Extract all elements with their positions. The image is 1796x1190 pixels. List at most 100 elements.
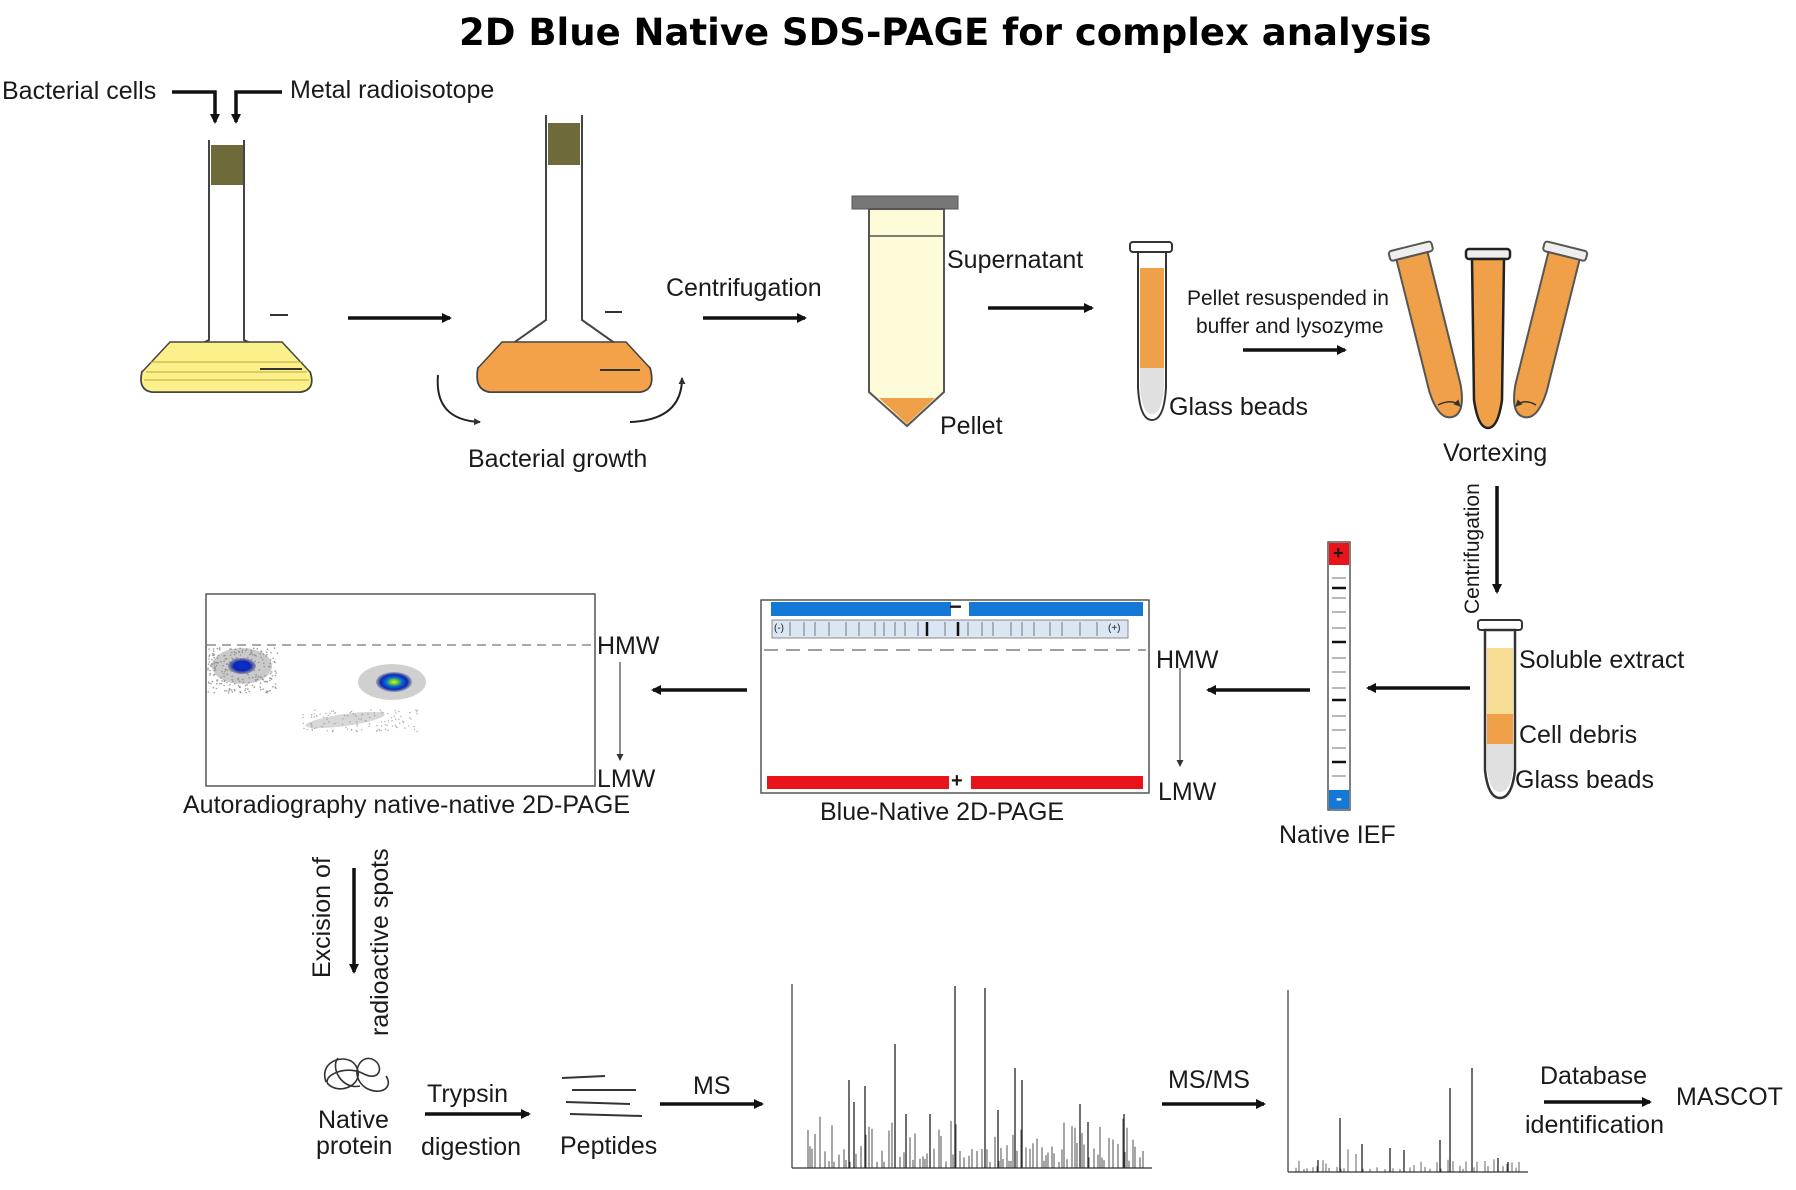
noise-dot xyxy=(253,647,255,650)
noise-dot xyxy=(342,718,344,720)
noise-dot xyxy=(213,650,215,652)
hmw-label-auto: HMW xyxy=(597,632,660,660)
noise-dot xyxy=(218,647,221,649)
noise-dot xyxy=(319,713,321,715)
noise-dot xyxy=(360,729,363,731)
noise-dot xyxy=(233,653,236,656)
noise-dot xyxy=(400,715,402,718)
ms-label: MS xyxy=(693,1072,731,1100)
blue-native-gel xyxy=(760,599,1184,794)
noise-dot xyxy=(349,711,351,714)
noise-dot xyxy=(259,676,262,678)
noise-dot xyxy=(404,727,406,729)
noise-dot xyxy=(237,684,240,687)
noise-dot xyxy=(224,658,227,660)
noise-dot xyxy=(365,720,368,722)
noise-dot xyxy=(242,681,245,683)
noise-dot xyxy=(221,680,223,682)
noise-dot xyxy=(233,688,236,691)
noise-dot xyxy=(257,661,260,664)
lmw-label-auto: LMW xyxy=(597,765,656,793)
noise-dot xyxy=(261,658,264,661)
noise-dot xyxy=(207,681,210,683)
native-protein-icon xyxy=(323,1057,390,1092)
noise-dot xyxy=(209,669,211,672)
noise-dot xyxy=(231,675,233,678)
noise-dot xyxy=(310,716,313,718)
noise-dot xyxy=(349,721,351,723)
noise-dot xyxy=(245,649,247,652)
noise-dot xyxy=(210,663,213,665)
ief-minus-sign: - xyxy=(1336,788,1342,808)
noise-dot xyxy=(213,667,216,669)
noise-dot xyxy=(251,653,254,656)
noise-dot xyxy=(350,710,353,713)
noise-dot xyxy=(260,688,262,691)
noise-dot xyxy=(226,669,229,671)
noise-dot xyxy=(272,657,274,660)
noise-dot xyxy=(345,726,347,728)
noise-dot xyxy=(229,654,232,656)
noise-dot xyxy=(387,712,389,715)
digestion-label: digestion xyxy=(421,1133,522,1161)
noise-dot xyxy=(332,731,334,733)
noise-dot xyxy=(326,717,328,719)
excision-line1: Excision of xyxy=(308,857,336,978)
noise-dot xyxy=(368,723,371,725)
noise-dot xyxy=(356,725,358,727)
noise-dot xyxy=(302,722,304,725)
noise-dot xyxy=(306,728,308,731)
bacterial-cells-label: Bacterial cells xyxy=(2,77,157,105)
noise-dot xyxy=(374,714,376,717)
bacterial-growth-label: Bacterial growth xyxy=(468,445,648,473)
noise-dot xyxy=(212,674,215,676)
centrifugation-vertical-label: Centrifugation xyxy=(1461,483,1484,614)
noise-dot xyxy=(402,721,405,724)
noise-dot xyxy=(408,725,410,727)
noise-dot xyxy=(219,683,221,685)
noise-dot xyxy=(239,654,242,656)
noise-dot xyxy=(303,727,305,729)
noise-dot xyxy=(253,686,255,688)
noise-dot xyxy=(256,678,259,680)
noise-dot xyxy=(244,689,246,692)
noise-dot xyxy=(311,726,313,728)
noise-dot xyxy=(216,679,218,681)
noise-dot xyxy=(225,690,228,692)
noise-dot xyxy=(247,673,249,676)
noise-dot xyxy=(260,651,263,653)
noise-dot xyxy=(416,713,418,715)
noise-dot xyxy=(302,714,304,716)
noise-dot xyxy=(251,676,254,679)
centrifugation-label: Centrifugation xyxy=(666,274,822,302)
noise-dot xyxy=(275,672,277,674)
noise-dot xyxy=(250,650,252,652)
noise-dot xyxy=(367,713,369,715)
noise-dot xyxy=(245,688,247,690)
noise-dot xyxy=(246,648,248,650)
noise-dot xyxy=(231,691,234,693)
noise-dot xyxy=(265,655,267,657)
noise-dot xyxy=(395,718,397,720)
noise-dot xyxy=(208,661,211,663)
centrifuge-tube xyxy=(851,195,959,428)
noise-dot xyxy=(410,718,412,720)
supernatant-label: Supernatant xyxy=(947,246,1084,274)
noise-dot xyxy=(314,709,316,711)
noise-dot xyxy=(212,648,215,650)
noise-dot xyxy=(329,712,331,714)
autoradiography-gel xyxy=(205,593,624,787)
ms-spectrum xyxy=(791,984,1152,1169)
noise-dot xyxy=(267,665,270,668)
pellet-resuspended-line2: buffer and lysozyme xyxy=(1196,315,1384,338)
database-label: Database xyxy=(1540,1062,1648,1090)
noise-dot xyxy=(254,676,257,678)
noise-dot xyxy=(315,715,318,717)
gel-plus-sign: + xyxy=(951,770,963,792)
noise-dot xyxy=(208,654,211,656)
noise-dot xyxy=(341,723,344,726)
noise-dot xyxy=(216,647,219,650)
noise-dot xyxy=(266,653,268,656)
tube-pellet-beads xyxy=(1129,241,1173,422)
noise-dot xyxy=(416,730,418,733)
